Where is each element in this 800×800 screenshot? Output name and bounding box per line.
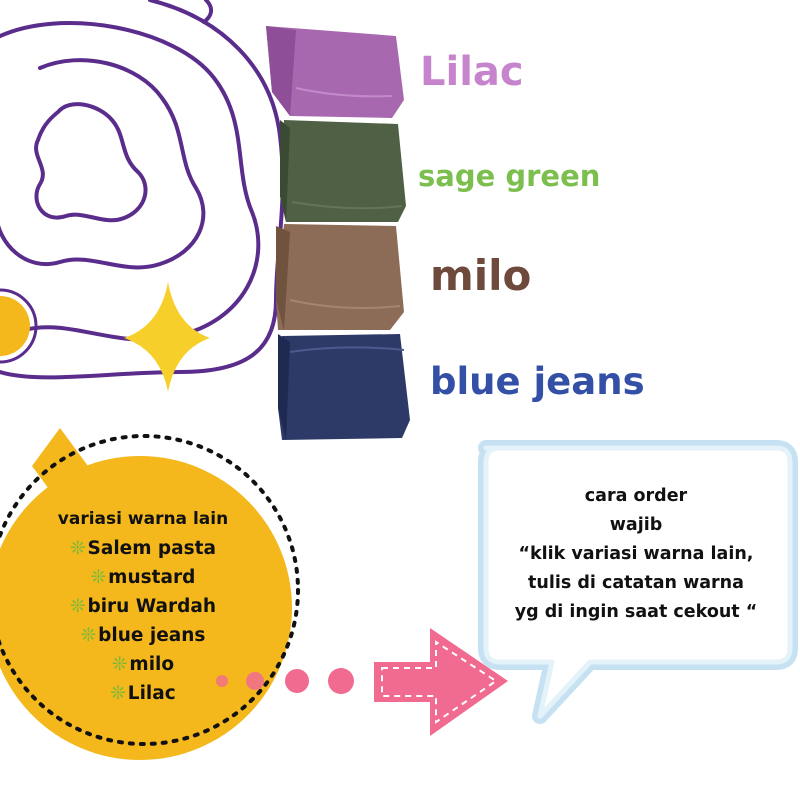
snowflake-asterisk-icon: ❊ [80, 625, 97, 646]
snowflake-asterisk-icon: ❊ [110, 683, 126, 704]
variants-heading: variasi warna lain [57, 509, 229, 529]
fabric-swatch-blue-jeans [278, 334, 410, 440]
snowflake-asterisk-icon: ❊ [111, 654, 128, 675]
fabric-swatch-sage-green [280, 120, 406, 222]
variant-item: ❊milo [111, 654, 175, 675]
snowflake-asterisk-icon: ❊ [70, 538, 86, 559]
arrow-right-icon [374, 628, 508, 736]
order-line: cara order [584, 486, 688, 506]
snowflake-asterisk-icon: ❊ [69, 596, 86, 617]
variants-list: variasi warna lain ❊Salem pasta ❊mustard… [8, 505, 278, 708]
variant-item: ❊Salem pasta [70, 538, 216, 559]
yellow-half-circle-decoration [0, 296, 30, 356]
swatch-label-blue-jeans: blue jeans [430, 360, 645, 403]
variant-item: ❊mustard [90, 567, 196, 588]
sparkle-icon [124, 282, 210, 392]
swatch-label-sage-green: sage green [418, 159, 601, 193]
variants-circle-dotted-ring [0, 434, 300, 746]
variant-item: ❊Lilac [110, 683, 176, 704]
fabric-swatch-lilac [266, 26, 404, 118]
order-line: tulis di catatan warna [528, 573, 744, 593]
yellow-half-circle-outline [0, 288, 38, 364]
speech-bubble [478, 440, 798, 724]
swatch-label-lilac: Lilac [420, 49, 524, 95]
swirl-decoration [0, 0, 285, 380]
swatch-label-milo: milo [430, 251, 532, 300]
circle-top-diamond-decoration [32, 428, 88, 504]
pink-dot-trail [216, 668, 354, 694]
variant-item: ❊blue jeans [80, 625, 206, 646]
variant-item: ❊biru Wardah [69, 596, 217, 617]
order-line: “klik variasi warna lain, [518, 544, 754, 564]
snowflake-asterisk-icon: ❊ [90, 567, 107, 588]
order-line: wajib [609, 515, 663, 535]
fabric-swatch-milo [276, 224, 404, 330]
order-line: yg di ingin saat cekout “ [514, 602, 758, 622]
order-instructions: cara order wajib “klik variasi warna lai… [476, 482, 796, 627]
